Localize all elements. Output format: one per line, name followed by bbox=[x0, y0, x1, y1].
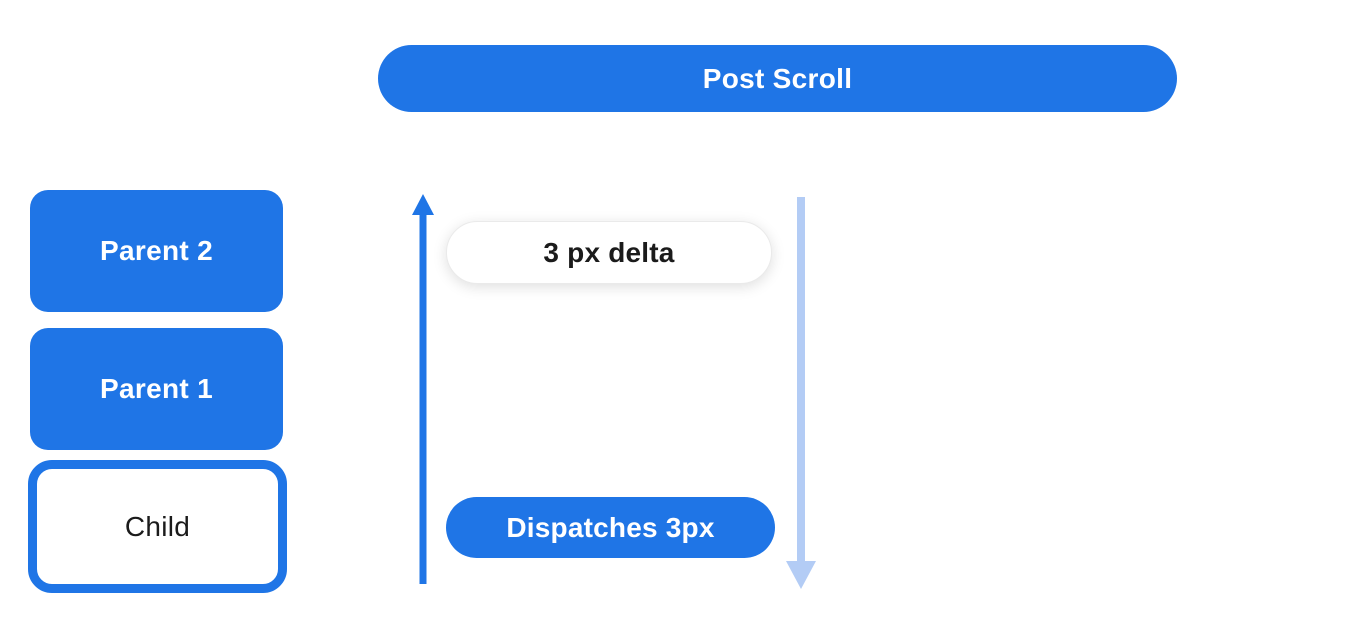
parent-2-box: Parent 2 bbox=[30, 190, 283, 312]
parent-1-label: Parent 1 bbox=[100, 373, 213, 404]
delta-label: 3 px delta bbox=[543, 236, 675, 268]
dispatches-pill: Dispatches 3px bbox=[446, 497, 775, 558]
post-scroll-label: Post Scroll bbox=[702, 62, 853, 94]
parent-2-label: Parent 2 bbox=[100, 235, 213, 266]
child-label: Child bbox=[124, 510, 191, 542]
parent-1-box: Parent 1 bbox=[30, 328, 283, 450]
child-box: Child bbox=[28, 460, 287, 593]
up-arrow-icon bbox=[412, 194, 434, 584]
down-arrow-icon bbox=[786, 197, 816, 589]
post-scroll-bar: Post Scroll bbox=[378, 45, 1177, 112]
down-arrowhead-icon bbox=[786, 561, 816, 589]
dispatches-label: Dispatches 3px bbox=[506, 511, 715, 543]
down-arrow-shaft bbox=[797, 197, 805, 565]
up-arrowhead-icon bbox=[412, 194, 434, 215]
delta-pill: 3 px delta bbox=[446, 221, 772, 284]
up-arrow-shaft bbox=[419, 210, 427, 584]
